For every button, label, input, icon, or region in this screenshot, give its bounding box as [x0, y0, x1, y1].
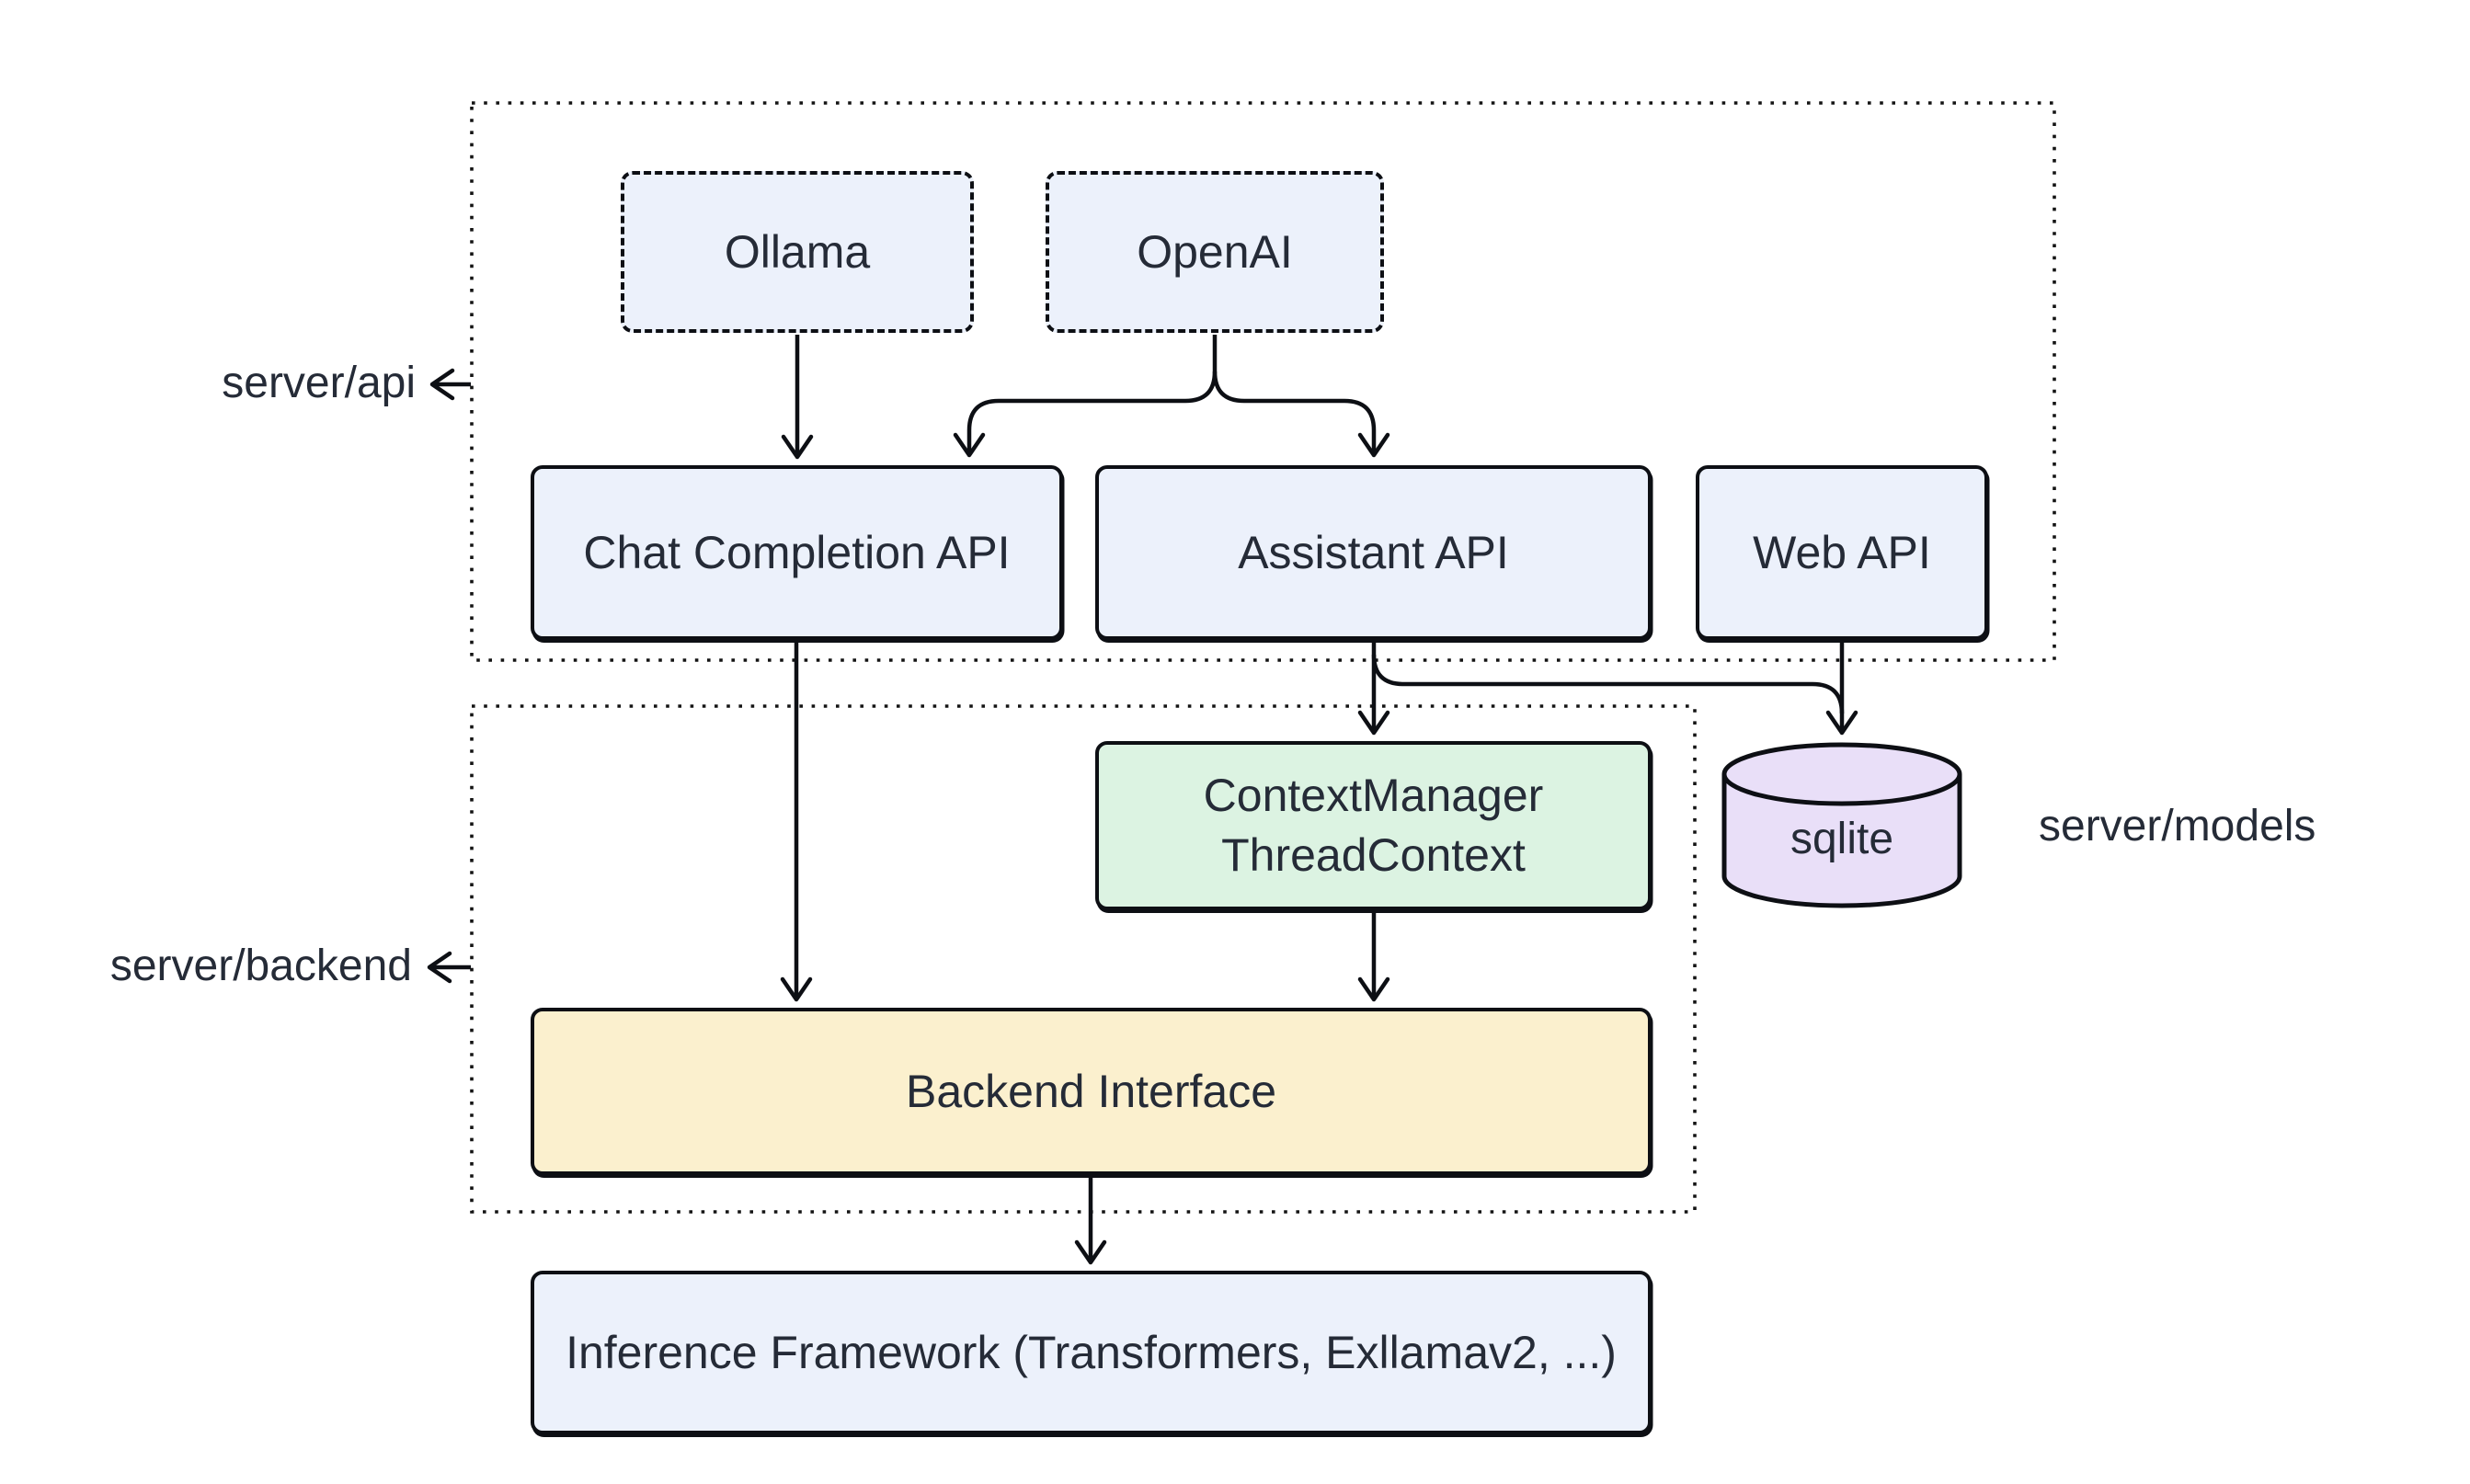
node-chat-completion-api: Chat Completion API	[531, 465, 1063, 640]
group-label-server-api: server/api	[222, 359, 416, 407]
node-openai: OpenAI	[1046, 171, 1384, 333]
node-sqlite-label: sqlite	[1790, 814, 1894, 863]
group-server-backend-border	[470, 704, 1697, 1214]
node-ollama-label: Ollama	[724, 225, 871, 278]
node-backend-interface-label: Backend Interface	[905, 1065, 1277, 1117]
edge-openai-chat	[953, 371, 1218, 458]
node-context-manager: ContextManager ThreadContext	[1095, 741, 1652, 910]
node-openai-label: OpenAI	[1137, 225, 1293, 278]
context-manager-line1: ContextManager	[1203, 770, 1544, 821]
node-sqlite: sqlite	[1724, 805, 1960, 872]
node-assistant-api: Assistant API	[1095, 465, 1652, 640]
node-web-api-label: Web API	[1753, 526, 1931, 578]
node-backend-interface: Backend Interface	[531, 1008, 1652, 1175]
node-inference-framework-label: Inference Framework (Transformers, Exlla…	[566, 1326, 1617, 1378]
edge-assistant-sqlite	[1371, 654, 1845, 714]
context-manager-line2: ThreadContext	[1221, 829, 1526, 881]
node-chat-completion-api-label: Chat Completion API	[583, 526, 1011, 578]
sqlite-cylinder-body	[1721, 774, 1962, 908]
group-server-api-border	[470, 101, 2056, 662]
node-ollama: Ollama	[621, 171, 974, 333]
node-web-api: Web API	[1696, 465, 1988, 640]
sqlite-cylinder-top	[1721, 742, 1962, 806]
group-label-server-backend: server/backend	[109, 942, 412, 990]
node-assistant-api-label: Assistant API	[1238, 526, 1509, 578]
node-inference-framework: Inference Framework (Transformers, Exlla…	[531, 1271, 1652, 1434]
group-label-server-models: server/models	[2039, 802, 2316, 850]
edge-openai-assistant	[1212, 371, 1390, 458]
node-context-manager-label: ContextManager ThreadContext	[1204, 766, 1544, 885]
